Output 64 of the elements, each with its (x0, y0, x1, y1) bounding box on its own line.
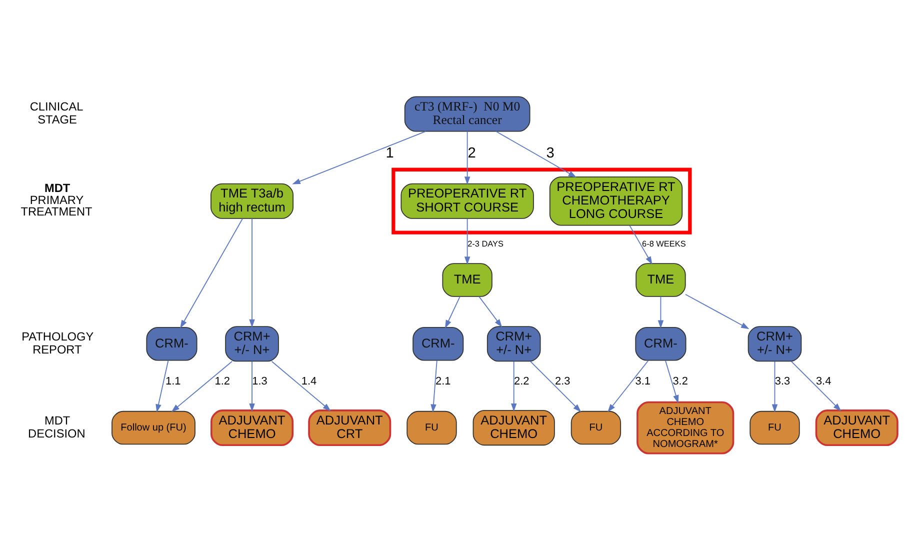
edge-label: 2 (468, 145, 476, 162)
arrow (249, 360, 255, 412)
node-box: Follow up (FU) (112, 410, 196, 444)
node-box: TME (636, 262, 686, 296)
arrow (629, 224, 652, 264)
arrow (249, 218, 255, 328)
arrow (464, 218, 470, 264)
edge-label: 2.3 (555, 375, 570, 388)
arrow (685, 293, 750, 329)
node-box: ADJUVANT CRT (308, 409, 392, 446)
edge-label: 3 (546, 145, 554, 162)
cluster (392, 167, 692, 234)
node-box: TME T3a/b high rectum (210, 182, 294, 218)
arrow (665, 360, 679, 403)
arrow (156, 360, 169, 412)
edge-label: 3.1 (635, 375, 651, 388)
node-box: FU (750, 410, 800, 444)
node-box: CRM- (635, 326, 686, 360)
arrow (510, 360, 517, 412)
arrow (530, 360, 582, 412)
node-box: ADJUVANT CHEMO ACCORDING TO NOMOGRAM* (636, 400, 734, 454)
label: PATHOLOGY REPORT (22, 329, 94, 356)
edge-label: 1.3 (252, 375, 268, 388)
arrow (496, 130, 577, 178)
node-box: FU (406, 410, 457, 444)
arrow (292, 130, 426, 184)
edge-label: 2.2 (514, 375, 530, 388)
node-box: ADJUVANT CHEMO (210, 409, 294, 446)
arrow (464, 130, 470, 184)
label: MDT DECISION (28, 413, 86, 440)
edge-label: 1.1 (165, 375, 181, 388)
edge-label: 3.4 (816, 375, 832, 388)
edge-label: 1 (386, 145, 394, 162)
edge-label: 6-8 WEEKS (642, 238, 686, 248)
arrow (180, 218, 244, 328)
arrow (608, 360, 649, 412)
edge-label: 1.4 (301, 375, 317, 388)
arrow (430, 360, 438, 412)
node-box: TME (442, 262, 492, 296)
node-box: ADJUVANT CHEMO (815, 409, 898, 446)
node-box: CRM- (146, 326, 198, 360)
node-box: PREOPERATIVE RT SHORT COURSE (400, 182, 534, 218)
edge-label: 2-3 DAYS (468, 238, 504, 248)
arrow (790, 360, 842, 411)
arrow (271, 360, 331, 411)
node-box: FU (570, 410, 622, 444)
node-box: ADJUVANT CHEMO (472, 410, 555, 446)
edge-label: 3.2 (672, 375, 688, 388)
node-box: CRM+ +/- N+ (225, 326, 279, 362)
edge-label: 2.1 (436, 375, 451, 388)
label: CLINICAL STAGE (30, 99, 84, 126)
arrow (445, 296, 460, 328)
node-box: CRM- (412, 326, 464, 360)
node-box: cT3 (MRF-) N0 M0 Rectal cancer (404, 96, 530, 132)
arrow (478, 296, 502, 327)
node-box: PREOPERATIVE RT CHEMOTHERAPY LONG COURSE (549, 176, 683, 226)
arrow (171, 360, 233, 412)
arrow (658, 296, 664, 328)
arrow (772, 360, 778, 412)
label: MDT PRIMARY TREATMENT (20, 180, 92, 218)
node-box: CRM+ +/- N+ (486, 326, 541, 362)
node-box: CRM+ +/- N+ (748, 326, 802, 362)
edge-label: 3.3 (774, 375, 790, 388)
edge-label: 1.2 (214, 375, 230, 388)
